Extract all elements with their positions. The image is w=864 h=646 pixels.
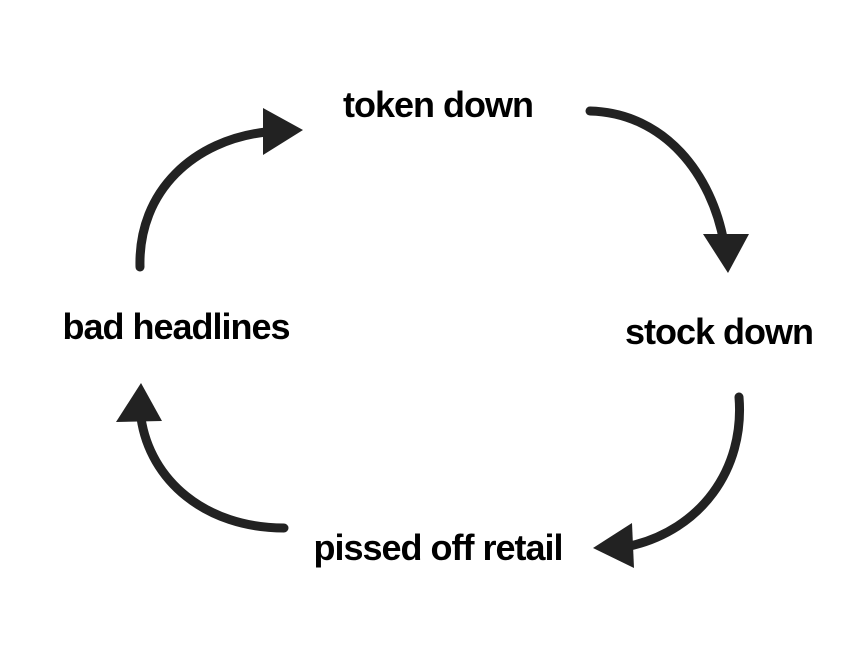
node-stock-down: stock down bbox=[624, 311, 814, 352]
arrow-headlines-to-token bbox=[135, 127, 271, 272]
arrowhead-headlines-to-token bbox=[263, 108, 303, 155]
arrowhead-token-to-stock bbox=[703, 234, 749, 273]
arrow-retail-to-headlines bbox=[136, 413, 289, 533]
node-bad-headlines: bad headlines bbox=[62, 306, 290, 347]
arrowhead-retail-to-headlines bbox=[116, 383, 162, 422]
arrowhead-stock-to-retail bbox=[593, 523, 634, 568]
arrow-stock-to-retail bbox=[625, 392, 745, 551]
node-token-down: token down bbox=[343, 84, 534, 125]
node-pissed-off-retail: pissed off retail bbox=[313, 527, 563, 568]
arrow-token-to-stock bbox=[585, 106, 729, 248]
